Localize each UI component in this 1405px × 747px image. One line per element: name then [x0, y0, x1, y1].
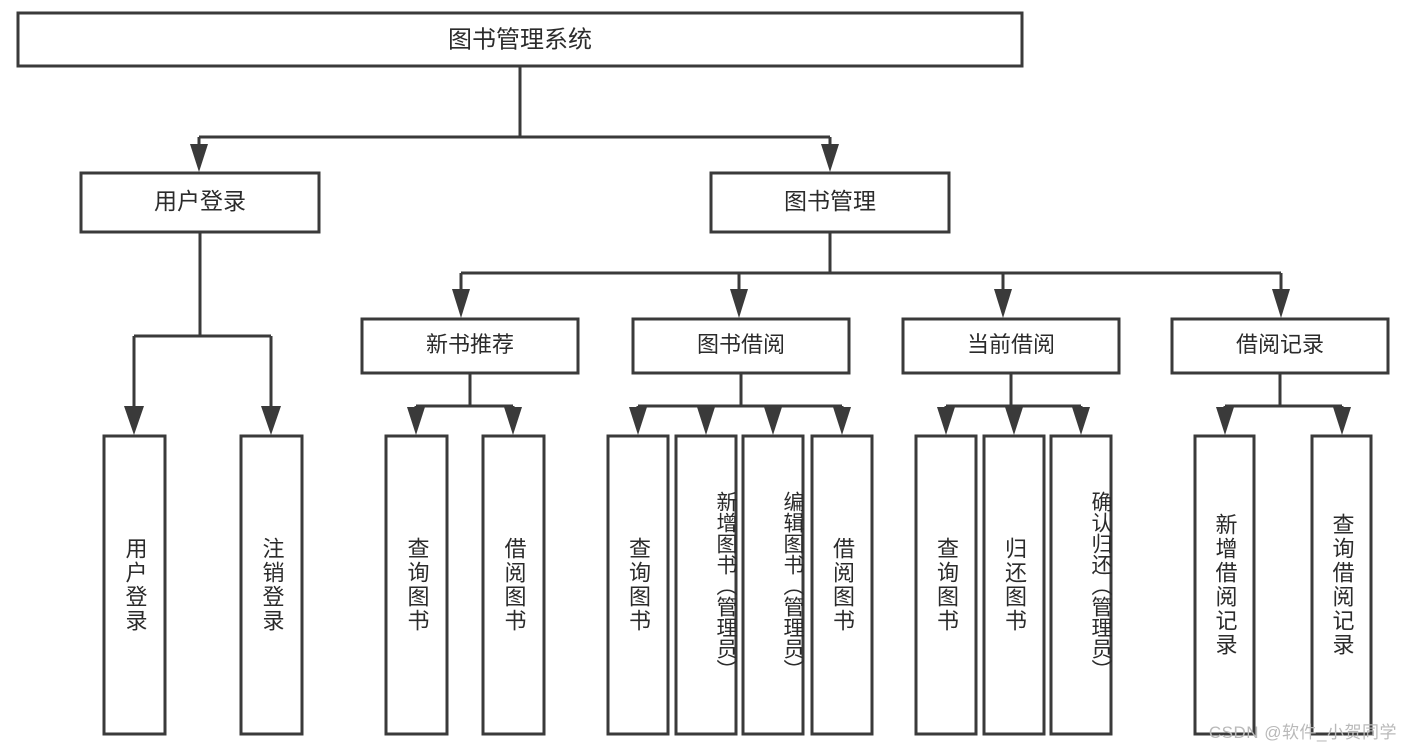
user-login-box	[79, 171, 321, 234]
leaf-box[interactable]	[741, 434, 805, 736]
node-book-management[interactable]: 图书管理	[709, 171, 951, 234]
connector-user-login-to-leaves	[124, 232, 281, 435]
node-borrow-record[interactable]: 借阅记录	[1170, 317, 1390, 375]
arrow-to-leaf-query-book-2	[629, 407, 647, 435]
new-book-recommend-label: 新书推荐	[426, 332, 514, 357]
leaf-box[interactable]	[481, 434, 546, 736]
arrow-to-borrow-record	[1272, 289, 1290, 318]
arrow-to-leaf-add-book	[697, 407, 715, 435]
borrow-record-label: 借阅记录	[1236, 332, 1324, 357]
node-current-borrow[interactable]: 当前借阅	[901, 317, 1121, 375]
arrow-to-book-borrow	[730, 289, 748, 318]
node-root[interactable]: 图书管理系统	[16, 11, 1024, 68]
leaf-boxes-book-borrow	[606, 434, 874, 736]
current-borrow-box	[901, 317, 1121, 375]
watermark: CSDN @软件_小贺同学	[1208, 723, 1397, 742]
arrow-to-leaf-confirm-return	[1072, 407, 1090, 435]
arrow-to-leaf-user-login	[124, 406, 144, 435]
book-borrow-label: 图书借阅	[697, 332, 785, 357]
new-book-recommend-box	[360, 317, 580, 375]
leaf-box[interactable]	[384, 434, 449, 736]
connector-root-to-level2	[190, 66, 839, 172]
arrow-to-leaf-edit-book	[764, 407, 782, 435]
leaf-box[interactable]	[1193, 434, 1256, 736]
arrow-to-leaf-borrow-book-2	[833, 407, 851, 435]
connector-new-book-recommend-to-leaves	[407, 373, 522, 435]
leaf-box[interactable]	[102, 434, 167, 736]
leaf-box[interactable]	[810, 434, 874, 736]
root-box	[16, 11, 1024, 68]
leaf-box[interactable]	[1049, 434, 1113, 736]
arrow-to-leaf-return-book	[1005, 407, 1023, 435]
leaf-boxes-user-login	[102, 434, 304, 736]
leaf-box[interactable]	[914, 434, 978, 736]
arrow-to-current-borrow	[994, 289, 1012, 318]
book-management-label: 图书管理	[784, 188, 876, 214]
node-book-borrow[interactable]: 图书借阅	[631, 317, 851, 375]
leaf-box[interactable]	[239, 434, 304, 736]
arrow-to-user-login	[190, 144, 208, 172]
root-label: 图书管理系统	[448, 26, 592, 53]
leaf-boxes-borrow-record	[1193, 434, 1373, 736]
connector-book-borrow-to-leaves	[629, 373, 851, 435]
current-borrow-label: 当前借阅	[967, 332, 1055, 357]
arrow-to-leaf-borrow-book-1	[504, 407, 522, 435]
arrow-to-leaf-query-book-3	[937, 407, 955, 435]
leaf-box[interactable]	[982, 434, 1046, 736]
leaf-box[interactable]	[674, 434, 738, 736]
arrow-to-leaf-add-record	[1216, 407, 1234, 435]
leaf-box[interactable]	[1310, 434, 1373, 736]
connector-book-management-to-level3	[452, 232, 1290, 318]
arrow-to-leaf-query-book-1	[407, 407, 425, 435]
leaf-box[interactable]	[606, 434, 670, 736]
connector-current-borrow-to-leaves	[937, 373, 1090, 435]
user-login-label: 用户登录	[154, 188, 246, 214]
leaf-boxes-current-borrow	[914, 434, 1113, 736]
leaf-boxes-new-book-recommend	[384, 434, 546, 736]
node-user-login[interactable]: 用户登录	[79, 171, 321, 234]
node-new-book-recommend[interactable]: 新书推荐	[360, 317, 580, 375]
arrow-to-leaf-query-record	[1333, 407, 1351, 435]
arrow-to-book-manage	[821, 144, 839, 172]
arrow-to-leaf-logout	[261, 406, 281, 435]
arrow-to-new-book-recommend	[452, 289, 470, 318]
connector-borrow-record-to-leaves	[1216, 373, 1351, 435]
